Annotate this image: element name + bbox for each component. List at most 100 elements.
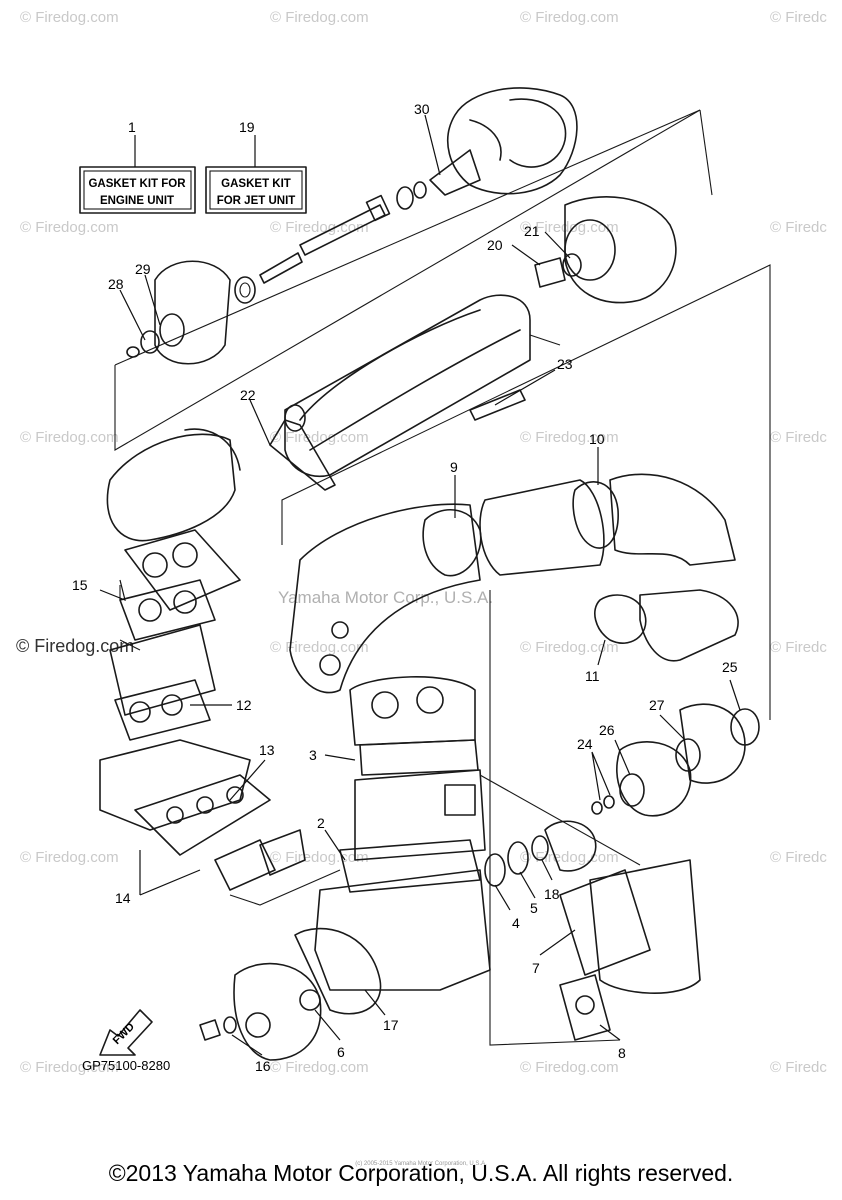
callout-13: 13	[259, 742, 275, 758]
exhaust-chamber	[106, 433, 236, 542]
leader	[324, 754, 356, 761]
flywheel-cover	[233, 962, 322, 1061]
gasket-hole	[172, 542, 198, 568]
callout-8: 8	[618, 1045, 626, 1061]
fwd-arrow: FWD	[99, 1009, 153, 1056]
leader	[544, 231, 571, 259]
gasket-13	[134, 774, 271, 856]
cylinder-block	[354, 769, 486, 861]
callout-28: 28	[108, 276, 124, 292]
gasket-10	[572, 481, 619, 549]
callout-5: 5	[530, 900, 538, 916]
callout-23: 23	[557, 356, 573, 372]
gasket-hole	[166, 806, 184, 824]
o-ring	[140, 330, 160, 354]
leader	[591, 751, 611, 801]
watermark: © Firedc	[770, 849, 827, 866]
copyright-notice: ©2013 Yamaha Motor Corporation, U.S.A. A…	[108, 1160, 734, 1186]
callout-20: 20	[487, 237, 503, 253]
watermark: © Firedog.com	[270, 1059, 369, 1076]
bearing-26	[619, 773, 645, 807]
exhaust-hose	[639, 589, 739, 662]
watermark: © Firedc	[770, 9, 827, 26]
leader	[659, 714, 686, 741]
cylinder-head	[349, 676, 476, 746]
reed-valve	[259, 829, 306, 876]
gasket-15b	[119, 579, 216, 641]
callout-21: 21	[524, 223, 540, 239]
o-ring-18	[531, 835, 549, 861]
exhaust-elbow	[609, 473, 736, 566]
callout-14: 14	[115, 890, 131, 906]
leader	[614, 739, 631, 776]
impeller-housing	[154, 260, 231, 365]
leader	[249, 399, 271, 446]
callout-24: 24	[577, 736, 593, 752]
callout-4: 4	[512, 915, 520, 931]
spline-gear	[534, 257, 566, 288]
leader	[229, 759, 266, 801]
gasket-8	[559, 974, 611, 1041]
exhaust-pipe	[289, 503, 481, 694]
exhaust-system	[106, 428, 739, 1046]
frame-line	[281, 264, 771, 720]
leader	[314, 1009, 341, 1041]
kit-box-inner	[83, 170, 192, 210]
pump-housing	[564, 196, 677, 304]
o-ring-25	[730, 708, 760, 746]
intake-rib	[299, 309, 481, 421]
watermark: © Firedog.com	[520, 639, 619, 656]
gasket-15a	[124, 529, 241, 611]
kit-label: GASKET KIT	[221, 178, 291, 190]
head-gasket-3	[359, 739, 479, 776]
intake-rib	[309, 329, 521, 451]
bearing-ring	[396, 186, 414, 210]
callout-3: 3	[309, 747, 317, 763]
callout-19: 19	[239, 119, 255, 135]
leader	[539, 929, 576, 956]
leader	[511, 244, 541, 266]
nozzle-detail	[469, 119, 502, 161]
tiny-copyright: (c) 2005-2015 Yamaha Motor Corporation, …	[355, 1161, 487, 1167]
bearing	[234, 276, 256, 304]
bearing-ring	[413, 181, 427, 199]
o-ring-24	[591, 801, 603, 815]
o-ring-16	[223, 1016, 237, 1034]
watermark: © Firedog.com	[270, 219, 369, 236]
shaft-sleeve	[365, 194, 391, 222]
watermark: © Firedog.com	[520, 9, 619, 26]
shaft-coupler	[259, 252, 303, 284]
watermark: © Firedog.com	[270, 429, 369, 446]
seal-27	[675, 738, 701, 772]
kit-box-inner	[209, 170, 303, 210]
leader	[139, 850, 201, 896]
watermark-grid: © Firedog.com © Firedog.com © Firedog.co…	[16, 9, 827, 1076]
chamber-detail	[184, 428, 241, 471]
gasket-17	[294, 927, 382, 1015]
watermark: © Firedog.com	[20, 429, 119, 446]
leader	[144, 274, 161, 326]
leader	[119, 289, 146, 341]
intake-manifold	[99, 739, 251, 831]
kit-label: GASKET KIT FOR	[88, 178, 186, 190]
head-port	[416, 686, 444, 714]
callout-9: 9	[450, 459, 458, 475]
kit-label: ENGINE UNIT	[100, 195, 174, 207]
exhaust-port	[444, 784, 476, 816]
watermark: © Firedog.com	[20, 1059, 119, 1076]
leader	[599, 1024, 621, 1041]
frame-line	[529, 334, 561, 346]
leader	[231, 1034, 263, 1056]
engine-block	[199, 676, 491, 1061]
frame-line	[114, 109, 701, 451]
arrow-shape	[99, 1009, 153, 1056]
bearing-inner	[239, 282, 251, 298]
callout-27: 27	[649, 697, 665, 713]
frame-line	[479, 774, 641, 866]
o-ring-24	[603, 795, 615, 809]
gasket-hole	[138, 598, 162, 622]
diagram-code: GP75100-8280	[82, 1058, 170, 1073]
kit-box-outline	[205, 166, 307, 214]
gasket-kit-engine-box: GASKET KIT FOR ENGINE UNIT	[79, 166, 196, 214]
